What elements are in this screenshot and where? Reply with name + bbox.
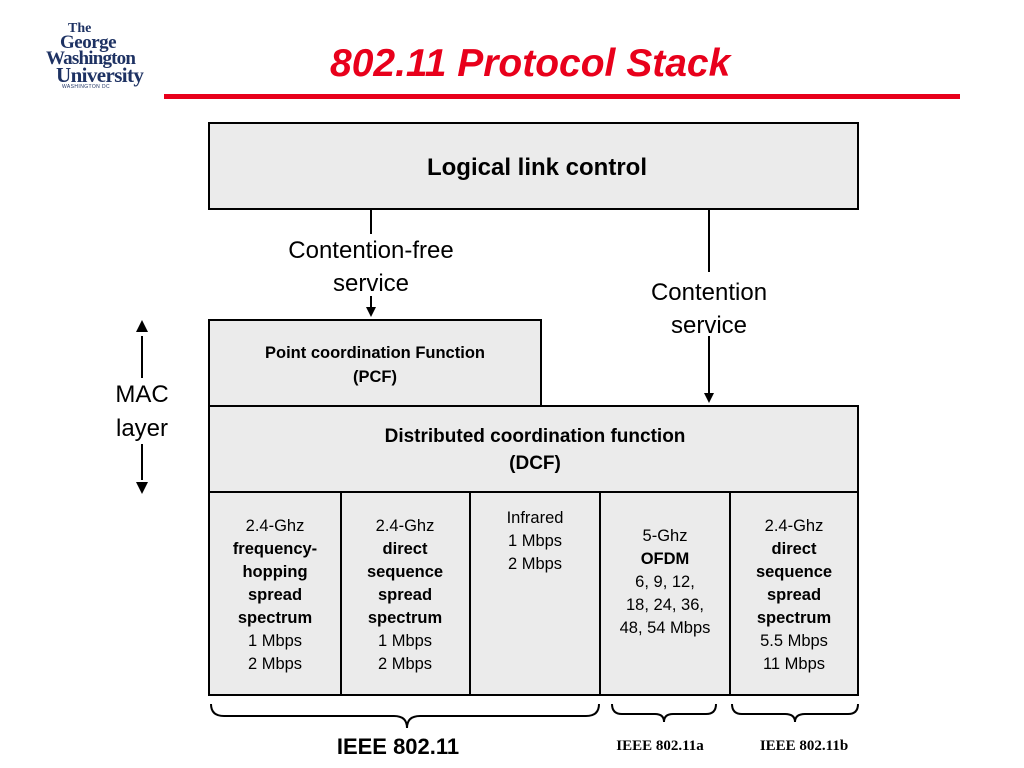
llc-label: Logical link control xyxy=(427,154,647,181)
pcf-box xyxy=(208,319,542,407)
phy-cell-3-line-1: OFDM xyxy=(641,550,690,568)
pcf-label-line2: (PCF) xyxy=(353,368,397,386)
phy-cell-1-line-4: spectrum xyxy=(368,609,442,627)
phy-cell-infrared xyxy=(469,491,601,696)
logo-line-university: University xyxy=(56,63,144,87)
mac-label-line2: layer xyxy=(116,415,168,442)
logo-line-location: WASHINGTON DC xyxy=(62,84,110,90)
contention-label-line1: Contention xyxy=(651,279,767,306)
brace-ieee-80211 xyxy=(210,703,600,729)
phy-cell-0-line-0: 2.4-Ghz xyxy=(246,517,305,535)
phy-cell-4-line-4: spectrum xyxy=(757,609,831,627)
phy-cell-4-line-3: spread xyxy=(767,586,821,604)
phy-cell-0-line-1: frequency- xyxy=(233,540,317,558)
phy-cell-0-line-5: 1 Mbps xyxy=(248,632,302,650)
standard-label-80211b: IEEE 802.11b xyxy=(760,738,848,754)
phy-cell-4-line-1: direct xyxy=(772,540,817,558)
dcf-box xyxy=(208,405,859,493)
phy-cell-2-line-2: 2 Mbps xyxy=(508,555,562,573)
phy-cell-1-line-3: spread xyxy=(378,586,432,604)
standard-label-80211: IEEE 802.11 xyxy=(337,734,459,759)
phy-cell-2-line-1: 1 Mbps xyxy=(508,532,562,550)
university-logo: The George Washington University WASHING… xyxy=(44,22,164,94)
contention-free-label-line2: service xyxy=(333,270,409,297)
phy-cell-4-line-6: 11 Mbps xyxy=(763,655,825,673)
phy-cell-1-line-0: 2.4-Ghz xyxy=(376,517,435,535)
phy-cell-3-line-0: 5-Ghz xyxy=(643,527,688,545)
phy-cell-1-line-2: sequence xyxy=(367,563,443,581)
phy-cell-4-line-0: 2.4-Ghz xyxy=(765,517,824,535)
logo-line-the: The xyxy=(68,21,92,36)
phy-cell-3-line-4: 48, 54 Mbps xyxy=(620,619,711,637)
standard-label-80211a: IEEE 802.11a xyxy=(616,738,704,754)
dcf-label-line2: (DCF) xyxy=(509,453,561,474)
phy-cell-0-line-2: hopping xyxy=(242,563,307,581)
contention-label-line2: service xyxy=(671,312,747,339)
phy-cell-dsss xyxy=(340,491,471,696)
llc-box xyxy=(208,122,859,210)
phy-cell-hr-dsss xyxy=(729,491,859,696)
logo-line-george: George xyxy=(60,32,117,53)
phy-cell-fhss xyxy=(208,491,342,696)
phy-cell-1-line-5: 1 Mbps xyxy=(378,632,432,650)
mac-arrow-down-icon xyxy=(136,482,148,494)
phy-cell-1-line-1: direct xyxy=(383,540,428,558)
phy-cell-3-line-3: 18, 24, 36, xyxy=(626,596,704,614)
phy-cell-4-line-2: sequence xyxy=(756,563,832,581)
mac-arrow-up-icon xyxy=(136,320,148,332)
contention-free-label-line1: Contention-free xyxy=(288,237,453,264)
phy-cell-2-line-0: Infrared xyxy=(507,509,564,527)
title-underline xyxy=(164,94,960,99)
phy-cell-0-line-3: spread xyxy=(248,586,302,604)
dcf-label-line1: Distributed coordination function xyxy=(385,426,686,447)
pcf-label-line1: Point coordination Function xyxy=(265,344,485,362)
brace-ieee-80211b xyxy=(731,703,859,723)
logo-line-washington: Washington xyxy=(46,48,136,69)
phy-cell-0-line-4: spectrum xyxy=(238,609,312,627)
phy-cell-1-line-6: 2 Mbps xyxy=(378,655,432,673)
brace-ieee-80211a xyxy=(611,703,717,723)
phy-cell-3-line-2: 6, 9, 12, xyxy=(635,573,695,591)
slide-title: 802.11 Protocol Stack xyxy=(330,42,731,85)
phy-cell-4-line-5: 5.5 Mbps xyxy=(760,632,828,650)
mac-label-line1: MAC xyxy=(115,381,168,408)
phy-cell-0-line-6: 2 Mbps xyxy=(248,655,302,673)
phy-cell-ofdm xyxy=(599,491,731,696)
phy-text-group: 2.4-Ghz frequency-hopping spread spectrum 1 … xyxy=(233,509,832,673)
